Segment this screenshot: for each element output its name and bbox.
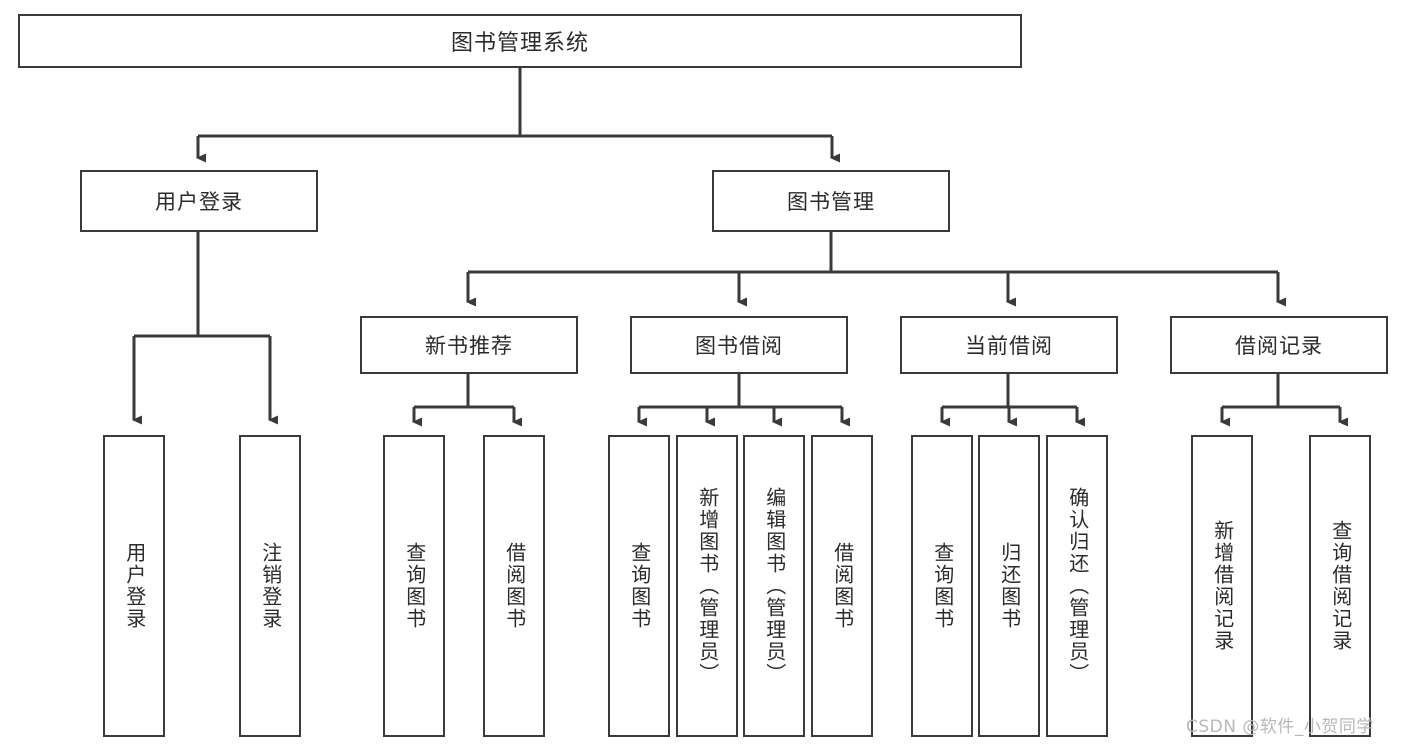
node-user-login[interactable]: 用户登录 — [80, 170, 318, 232]
leaf-user-login[interactable]: 用户登录 — [103, 435, 165, 737]
leaf-query-books-borrow[interactable]: 查询图书 — [608, 435, 670, 737]
leaf-borrow-book[interactable]: 借阅图书 — [811, 435, 873, 737]
leaf-add-borrow-record[interactable]: 新增借阅记录 — [1191, 435, 1253, 737]
leaf-return-book[interactable]: 归还图书 — [978, 435, 1040, 737]
leaf-query-books-recommend[interactable]: 查询图书 — [383, 435, 445, 737]
leaf-logout[interactable]: 注销登录 — [239, 435, 301, 737]
leaf-add-book-admin[interactable]: 新增图书（管理员） — [676, 435, 738, 737]
node-root[interactable]: 图书管理系统 — [18, 14, 1022, 68]
node-new-book-recommend[interactable]: 新书推荐 — [360, 316, 578, 374]
leaf-query-books-current[interactable]: 查询图书 — [911, 435, 973, 737]
node-borrow-records[interactable]: 借阅记录 — [1170, 316, 1388, 374]
node-current-borrow[interactable]: 当前借阅 — [900, 316, 1118, 374]
leaf-query-borrow-record[interactable]: 查询借阅记录 — [1309, 435, 1371, 737]
node-book-borrow[interactable]: 图书借阅 — [630, 316, 848, 374]
leaf-confirm-return-admin[interactable]: 确认归还（管理员） — [1046, 435, 1108, 737]
csdn-watermark: CSDN @软件_小贺同学 — [1186, 717, 1374, 737]
node-book-management[interactable]: 图书管理 — [712, 170, 950, 232]
leaf-borrow-books-recommend[interactable]: 借阅图书 — [483, 435, 545, 737]
leaf-edit-book-admin[interactable]: 编辑图书（管理员） — [743, 435, 805, 737]
